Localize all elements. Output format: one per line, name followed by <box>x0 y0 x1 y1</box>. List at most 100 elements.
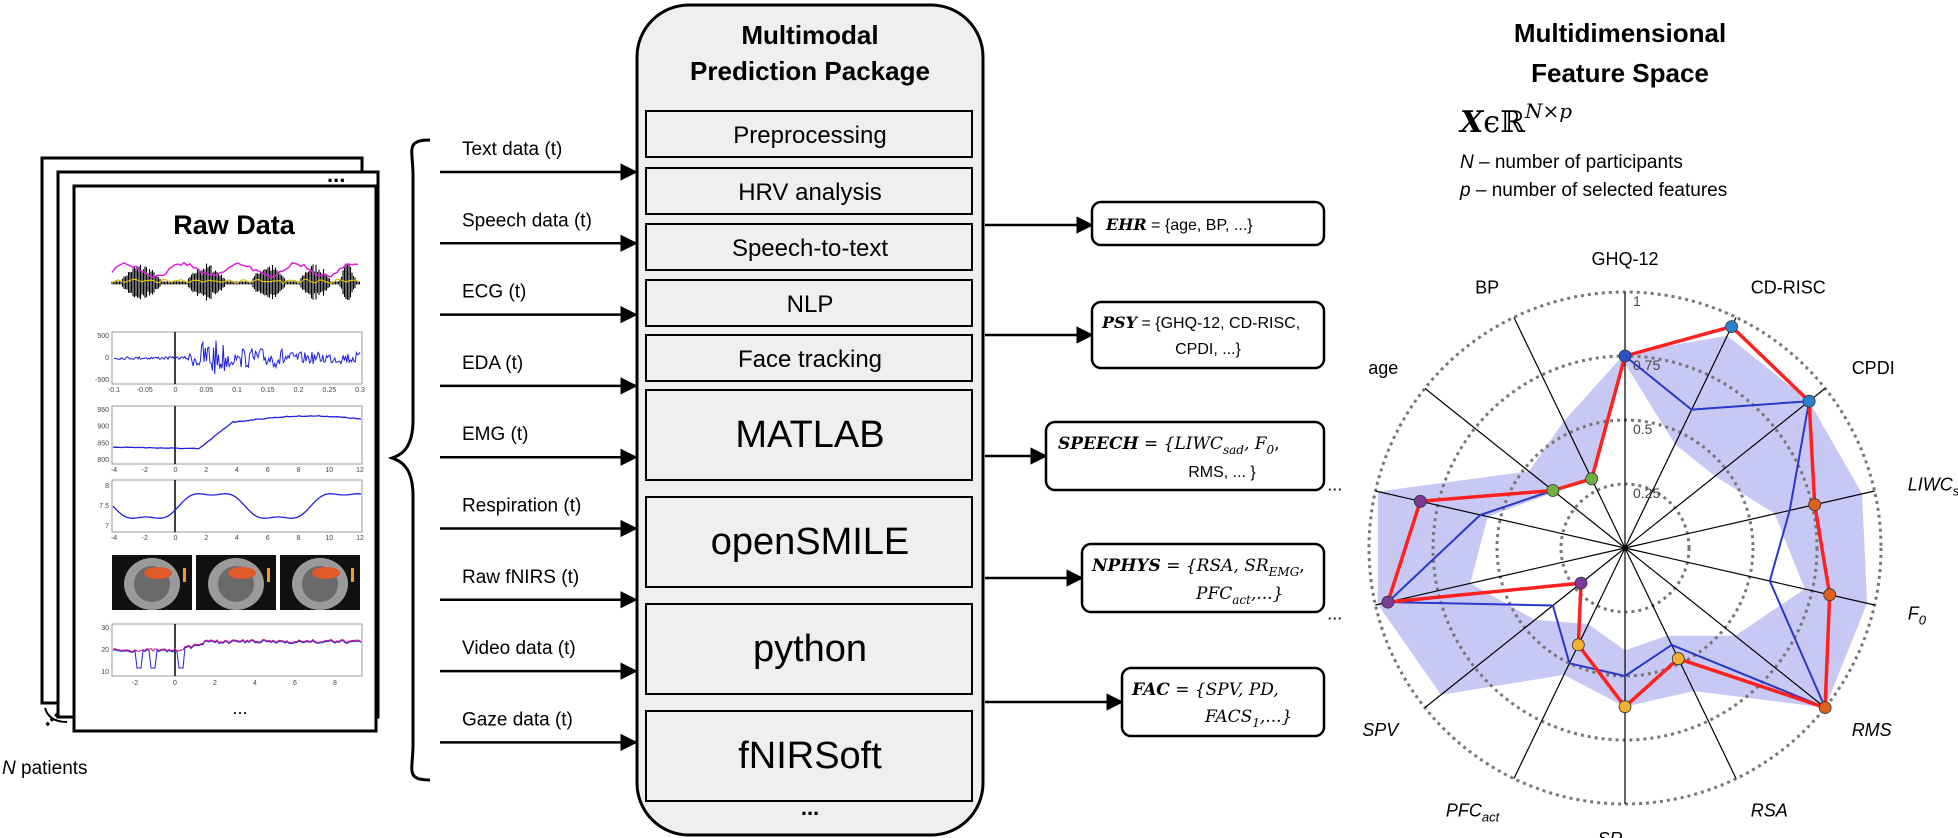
radar-marker <box>1725 320 1738 334</box>
activation-spot <box>312 567 340 579</box>
radar-marker <box>1671 652 1685 666</box>
resp-plot-frame <box>111 479 363 533</box>
input-label: Text data (t) <box>462 139 562 160</box>
radar-ring-tick: 1 <box>1633 293 1641 309</box>
axis-tick-label: 0 <box>174 467 178 474</box>
activation-spot <box>144 567 172 579</box>
radar-spoke <box>1624 387 1826 549</box>
radar-spoke <box>1624 547 1826 709</box>
package-step-label: Face tracking <box>738 346 882 373</box>
axis-tick-label: -0.05 <box>137 387 153 394</box>
radar-marker <box>1574 576 1588 590</box>
axis-tick-label: 0.25 <box>322 387 336 394</box>
radar-axis-label: PFCact <box>1446 800 1501 824</box>
axis-tick-label: 10 <box>325 467 333 474</box>
package-step-box <box>645 334 973 382</box>
radar-axis-label: F0 <box>1908 604 1927 628</box>
package-tool-label: python <box>753 628 867 670</box>
package-step-box <box>645 279 973 327</box>
axis-tick-label: 0.15 <box>261 387 275 394</box>
package-tool-box <box>645 496 973 588</box>
ehr-text: EHR = {age, BP, ...} <box>1105 215 1253 234</box>
radar-axis-label: RMS <box>1852 720 1892 740</box>
radar-axis-label: CD-RISC <box>1751 278 1826 298</box>
respiration-trace <box>112 493 362 519</box>
eda-plot-frame <box>111 405 363 465</box>
radar-axis-label: age <box>1368 358 1398 378</box>
stack-dots-top: ... <box>327 162 345 187</box>
package-step-label: HRV analysis <box>738 179 882 206</box>
output-features: EHR = {age, BP, ...} PSY = {GHQ-12, CD-R… <box>985 200 1326 738</box>
feature-space-formula: XϵℝN×p <box>1458 99 1572 140</box>
axis-tick-label: -4 <box>111 535 117 542</box>
feature-space-header: Multidimensional Feature Space XϵℝN×p N … <box>1458 18 1727 201</box>
audio-waveform <box>111 263 361 301</box>
input-label: EMG (t) <box>462 424 529 445</box>
axis-tick-label: -2 <box>132 680 138 687</box>
radar-axis-label: ... <box>1327 475 1342 495</box>
nphys-text-line1: NPHYS = {RSA, SREMG, <box>1091 556 1305 579</box>
activation-spot <box>228 567 256 579</box>
axis-tick-label: 7.5 <box>99 503 109 510</box>
radar-marker <box>1818 701 1832 714</box>
axis-tick-label: 2 <box>204 467 208 474</box>
speech-box <box>1044 420 1326 492</box>
package-step-box <box>645 223 973 271</box>
psy-box <box>1090 300 1326 370</box>
axis-tick-label: 30 <box>101 625 109 632</box>
axis-tick-label: -2 <box>142 467 148 474</box>
package-tool-box <box>645 710 973 802</box>
radar-chart: 10.750.50.25GHQ-12CD-RISCCPDILIWCsadF0RM… <box>1327 249 1958 838</box>
package-tool-label: fNIRSoft <box>738 735 882 777</box>
input-label: Respiration (t) <box>462 496 581 517</box>
radar-spoke <box>1424 547 1626 709</box>
axis-tick-label: 10 <box>101 669 109 676</box>
axis-tick-label: 8 <box>333 680 337 687</box>
hr-plot-frame <box>111 623 363 677</box>
package-tool-label: openSMILE <box>711 521 910 563</box>
axis-tick-label: 0 <box>173 680 177 687</box>
speech-text-line1: SPEECH = {LIWCsad, F0, <box>1058 434 1280 457</box>
patients-caption: N patients <box>2 758 88 779</box>
radar-spoke <box>1424 387 1626 549</box>
package-tool-box <box>645 603 973 695</box>
ehr-box <box>1090 200 1326 247</box>
colorbar <box>267 568 270 582</box>
radar-axis-label: SREMG <box>1598 829 1653 838</box>
fac-box <box>1120 666 1326 738</box>
axis-tick-label: -0.1 <box>108 387 120 394</box>
input-label: Speech data (t) <box>462 210 592 231</box>
axis-tick-label: 500 <box>97 333 109 340</box>
speech-text-line2: RMS, ... } <box>1188 464 1256 481</box>
nphys-text-line2: PFCact,...} <box>1195 584 1283 607</box>
axis-tick-label: 0.3 <box>355 387 365 394</box>
ecg-trace <box>113 340 361 375</box>
audio-pitch-trace <box>111 261 359 279</box>
n-definition: N – number of participants <box>1460 152 1683 173</box>
axis-tick-label: 950 <box>97 407 109 414</box>
package-step-label: Preprocessing <box>733 122 886 149</box>
colorbar <box>183 568 186 582</box>
axis-tick-label: 0 <box>105 355 109 362</box>
input-label: EDA (t) <box>462 353 523 374</box>
input-signals: Text data (t) Speech data (t) ECG (t) EDA (… <box>440 139 638 752</box>
axis-tick-label: 8 <box>297 535 301 542</box>
colorbar <box>351 568 354 582</box>
fac-text-line2: FACS1,...} <box>1204 707 1292 730</box>
axis-tick-label: 6 <box>266 535 270 542</box>
input-label: ECG (t) <box>462 282 526 303</box>
input-label: Gaze data (t) <box>462 709 573 730</box>
axis-tick-label: 12 <box>356 535 364 542</box>
radar-axis-label: ... <box>1327 604 1342 624</box>
axis-tick-label: 0 <box>174 535 178 542</box>
radar-marker <box>1585 472 1599 486</box>
audio-energy-trace <box>111 278 359 285</box>
radar-marker <box>1546 484 1560 497</box>
package-tool-label: MATLAB <box>735 414 884 456</box>
radar-marker <box>1413 494 1427 508</box>
radar-axis-label: CPDI <box>1852 358 1895 378</box>
radar-series-line <box>1386 355 1827 709</box>
radar-axis-label: BP <box>1475 278 1499 298</box>
